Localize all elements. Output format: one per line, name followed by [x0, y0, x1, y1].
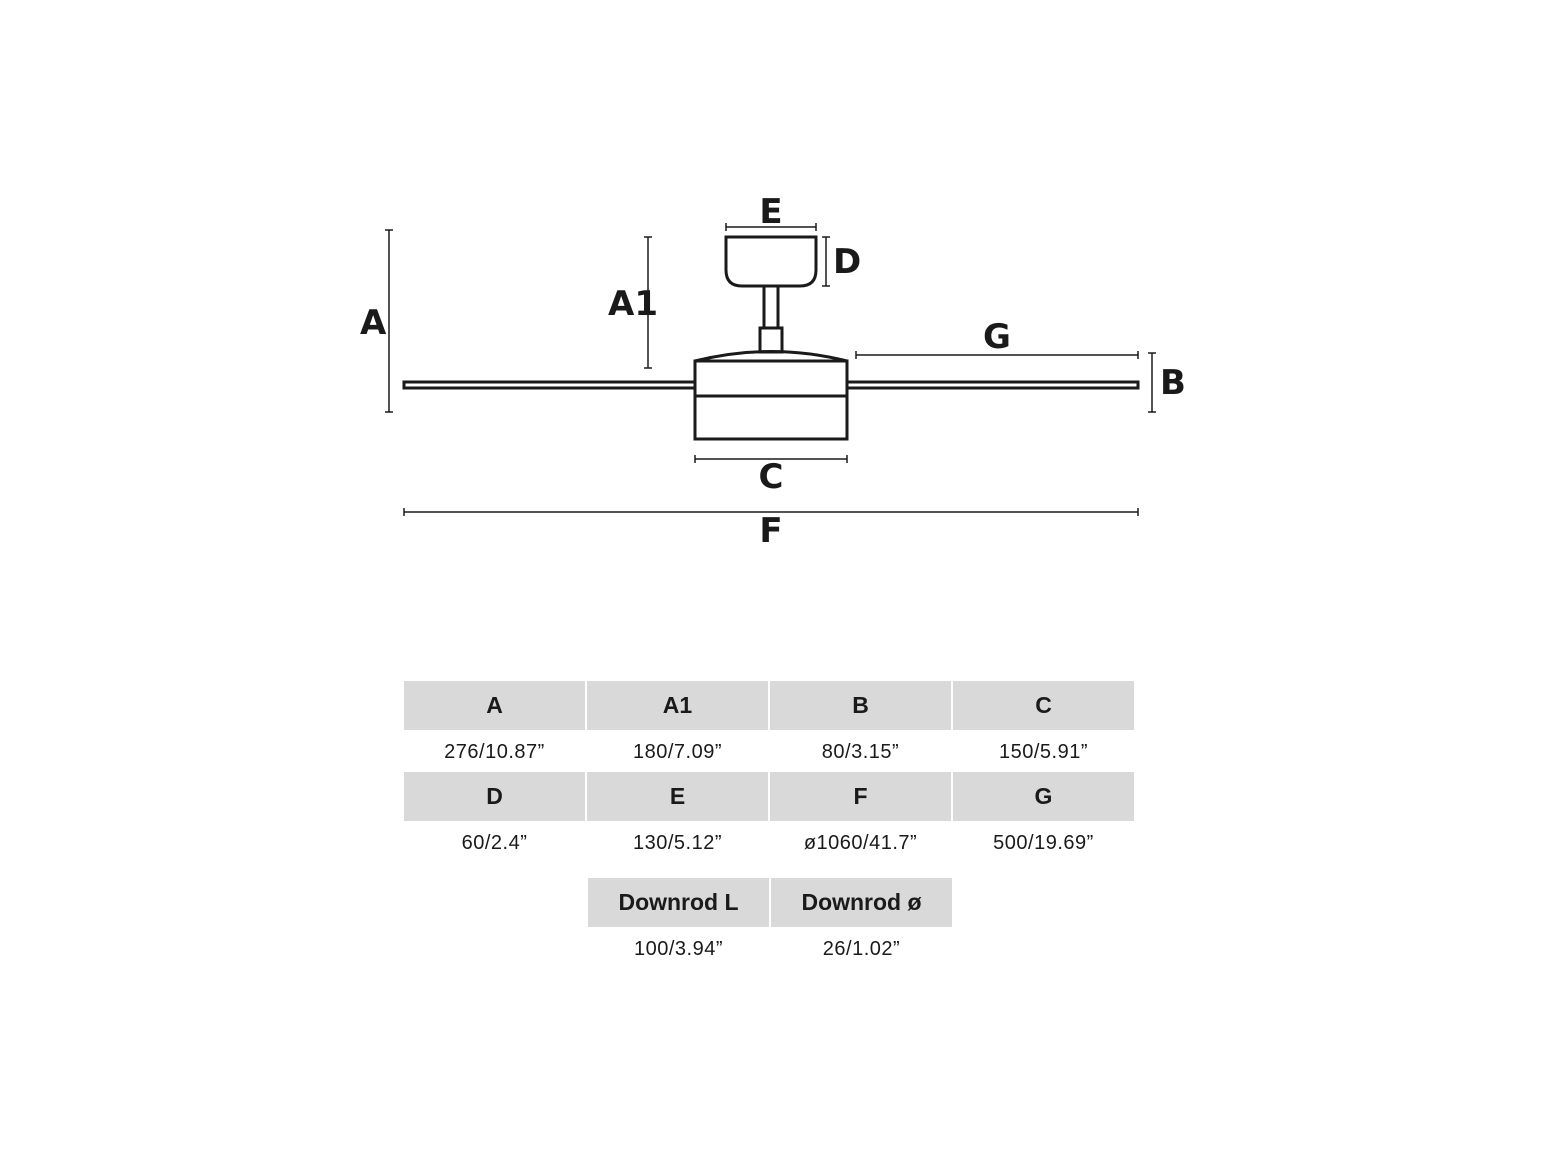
value-g: 500/19.69” — [993, 831, 1094, 854]
header-downrod-length: Downrod L — [588, 878, 769, 927]
left-blade-shape — [402, 380, 697, 390]
label-e: E — [759, 192, 782, 232]
value-downrod-diameter: 26/1.02” — [822, 937, 901, 960]
header-g: G — [953, 772, 1134, 821]
header-e: E — [587, 772, 768, 821]
label-a: A — [360, 303, 387, 343]
dimension-line-a — [385, 229, 393, 413]
dimension-line-b — [1148, 352, 1156, 413]
value-a1: 180/7.09” — [632, 740, 722, 763]
header-d: D — [404, 772, 585, 821]
dimension-line-a1 — [644, 236, 652, 369]
value-downrod-length: 100/3.94” — [633, 937, 723, 960]
dimension-line-c — [694, 455, 848, 463]
label-f: F — [759, 511, 782, 551]
label-a1: A1 — [608, 284, 658, 324]
header-b: B — [770, 681, 951, 730]
value-c: 150/5.91” — [998, 740, 1088, 763]
value-d: 60/2.4” — [461, 831, 528, 854]
dimension-line-f — [403, 508, 1139, 516]
motor-housing-shape — [693, 359, 849, 441]
value-e: 130/5.12” — [632, 831, 722, 854]
downrod-shape — [762, 284, 780, 330]
header-a: A — [404, 681, 585, 730]
motor-top-shape — [694, 350, 848, 363]
header-c: C — [953, 681, 1134, 730]
canopy-shape — [724, 235, 818, 288]
right-blade-shape — [845, 380, 1140, 390]
dimension-line-e — [725, 223, 817, 231]
value-b: 80/3.15” — [821, 740, 900, 763]
header-downrod-diameter: Downrod ø — [771, 878, 952, 927]
header-a1: A1 — [587, 681, 768, 730]
fan-dimension-diagram: A A1 E D G B C F — [360, 192, 1186, 551]
label-c: C — [759, 457, 784, 497]
value-f: ø1060/41.7” — [803, 831, 918, 854]
dimension-line-d — [822, 236, 830, 287]
value-a: 276/10.87” — [444, 740, 545, 763]
header-f: F — [770, 772, 951, 821]
dimension-line-g — [855, 351, 1139, 359]
coupler-shape — [758, 326, 784, 354]
label-g: G — [983, 317, 1011, 357]
label-d: D — [833, 242, 861, 282]
label-b: B — [1160, 363, 1186, 403]
